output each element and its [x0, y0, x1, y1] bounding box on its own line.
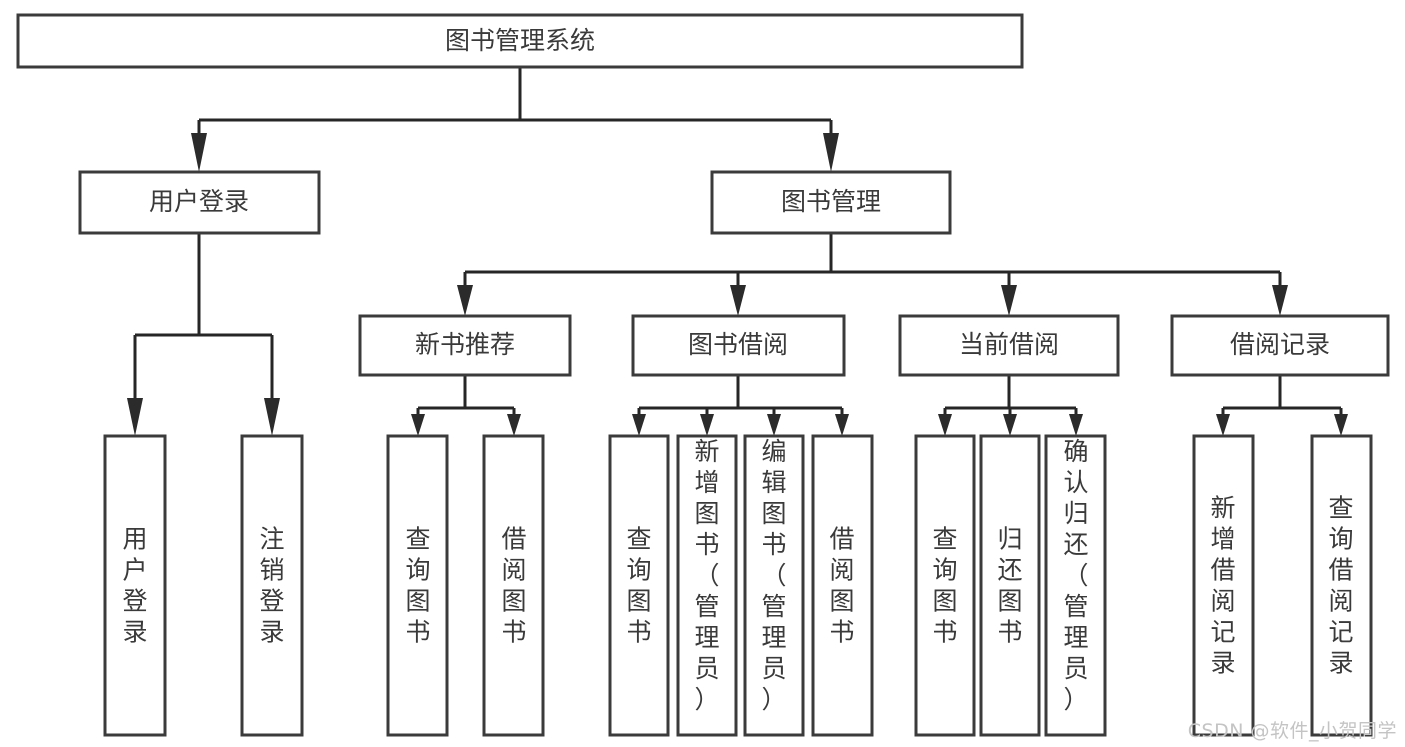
node-leaf-borrow-book-box[interactable] — [811, 434, 874, 737]
node-book-manage-label: 图书管理 — [781, 187, 881, 216]
node-new-book-recommend-label: 新书推荐 — [415, 330, 515, 359]
node-new-book-recommend[interactable]: 新书推荐 — [358, 314, 572, 377]
node-layer: 图书管理系统 用户登录 图书管理 新书推荐 图书借阅 当前 — [16, 13, 1390, 737]
arrow-head-leaf-add-book-admin — [700, 414, 714, 436]
node-leaf-borrow-book-label: 借阅图书 — [829, 525, 854, 647]
arrow-head-book-manage — [823, 133, 839, 172]
node-leaf-add-borrow-record-label: 新增借阅记录 — [1210, 494, 1235, 678]
arrow-head-book-borrow — [730, 285, 746, 316]
arrow-head-new-book-recommend — [457, 285, 473, 316]
arrow-head-leaf-return-book — [1003, 414, 1017, 436]
node-leaf-confirm-return-admin[interactable]: 确认归还（管理员） — [1044, 434, 1107, 737]
arrow-head-leaf-borrow-book — [835, 414, 849, 436]
node-leaf-borrow-book[interactable]: 借阅图书 — [811, 434, 874, 737]
node-leaf-query-book-borrow-label: 查询图书 — [626, 525, 651, 647]
node-leaf-query-book-rec[interactable]: 查询图书 — [386, 434, 449, 737]
arrow-head-leaf-edit-book-admin — [767, 414, 781, 436]
node-current-borrow-box[interactable] — [898, 314, 1120, 377]
arrow-head-leaf-add-borrow-record — [1216, 414, 1230, 436]
node-current-borrow[interactable]: 当前借阅 — [898, 314, 1120, 377]
node-leaf-logout-box[interactable] — [240, 434, 304, 737]
arrow-head-leaf-confirm-return-admin — [1069, 414, 1083, 436]
node-leaf-borrow-book-rec[interactable]: 借阅图书 — [482, 434, 545, 737]
arrow-head-borrow-record — [1272, 285, 1288, 316]
node-leaf-query-borrow-record-box[interactable] — [1310, 434, 1373, 737]
node-leaf-edit-book-admin-label: 编辑图书（管理员） — [761, 437, 786, 714]
node-leaf-user-login[interactable]: 用户登录 — [103, 434, 167, 737]
node-book-manage[interactable]: 图书管理 — [710, 170, 952, 235]
arrow-head-leaf-query-book-rec — [411, 414, 425, 436]
node-leaf-user-login-label: 用户登录 — [122, 525, 147, 647]
node-borrow-record-label: 借阅记录 — [1230, 330, 1330, 359]
node-root-box[interactable] — [16, 13, 1024, 69]
arrow-head-leaf-user-login — [127, 398, 143, 436]
arrow-head-leaf-borrow-book-rec — [507, 414, 521, 436]
node-root-label: 图书管理系统 — [445, 26, 595, 55]
csdn-watermark: CSDN @软件_小贺同学 — [1187, 720, 1397, 742]
node-leaf-borrow-book-rec-label: 借阅图书 — [501, 525, 526, 647]
arrow-head-user-login — [191, 133, 207, 172]
node-leaf-add-book-admin-label: 新增图书（管理员） — [694, 437, 719, 714]
node-leaf-borrow-book-rec-box[interactable] — [482, 434, 545, 737]
node-leaf-return-book-label: 归还图书 — [997, 525, 1022, 647]
node-leaf-query-borrow-record-label: 查询借阅记录 — [1328, 494, 1353, 678]
node-leaf-query-book-rec-box[interactable] — [386, 434, 449, 737]
node-leaf-query-book-borrow-box[interactable] — [608, 434, 670, 737]
node-leaf-add-book-admin[interactable]: 新增图书（管理员） — [676, 434, 738, 737]
node-leaf-query-book-current-box[interactable] — [914, 434, 976, 737]
node-leaf-add-borrow-record[interactable]: 新增借阅记录 — [1192, 434, 1255, 737]
node-new-book-recommend-box[interactable] — [358, 314, 572, 377]
node-book-borrow-label: 图书借阅 — [688, 330, 788, 359]
arrow-head-leaf-query-borrow-record — [1334, 414, 1348, 436]
node-leaf-query-book-current[interactable]: 查询图书 — [914, 434, 976, 737]
node-book-manage-box[interactable] — [710, 170, 952, 235]
node-root[interactable]: 图书管理系统 — [16, 13, 1024, 69]
node-leaf-logout-label: 注销登录 — [259, 525, 284, 647]
node-leaf-logout[interactable]: 注销登录 — [240, 434, 304, 737]
arrow-head-leaf-query-book-borrow — [632, 414, 646, 436]
node-user-login[interactable]: 用户登录 — [78, 170, 321, 235]
node-borrow-record-box[interactable] — [1170, 314, 1390, 377]
node-user-login-label: 用户登录 — [149, 187, 249, 216]
node-book-borrow-box[interactable] — [631, 314, 846, 377]
arrow-head-leaf-logout — [264, 398, 280, 436]
node-leaf-confirm-return-admin-box[interactable] — [1044, 434, 1107, 737]
node-user-login-box[interactable] — [78, 170, 321, 235]
arrow-head-leaf-query-book-current — [938, 414, 952, 436]
arrow-head-current-borrow — [1001, 285, 1017, 316]
node-leaf-query-book-rec-label: 查询图书 — [405, 525, 430, 647]
node-leaf-add-book-admin-box[interactable] — [676, 434, 738, 737]
node-leaf-user-login-box[interactable] — [103, 434, 167, 737]
node-current-borrow-label: 当前借阅 — [959, 330, 1059, 359]
node-leaf-return-book-box[interactable] — [979, 434, 1041, 737]
node-borrow-record[interactable]: 借阅记录 — [1170, 314, 1390, 377]
node-leaf-query-borrow-record[interactable]: 查询借阅记录 — [1310, 434, 1373, 737]
node-leaf-confirm-return-admin-label: 确认归还（管理员） — [1063, 437, 1088, 714]
node-leaf-return-book[interactable]: 归还图书 — [979, 434, 1041, 737]
node-leaf-edit-book-admin[interactable]: 编辑图书（管理员） — [743, 434, 805, 737]
node-leaf-query-book-current-label: 查询图书 — [932, 525, 957, 647]
node-leaf-edit-book-admin-box[interactable] — [743, 434, 805, 737]
connector-layer — [127, 67, 1348, 436]
node-leaf-query-book-borrow[interactable]: 查询图书 — [608, 434, 670, 737]
node-book-borrow[interactable]: 图书借阅 — [631, 314, 846, 377]
node-leaf-add-borrow-record-box[interactable] — [1192, 434, 1255, 737]
